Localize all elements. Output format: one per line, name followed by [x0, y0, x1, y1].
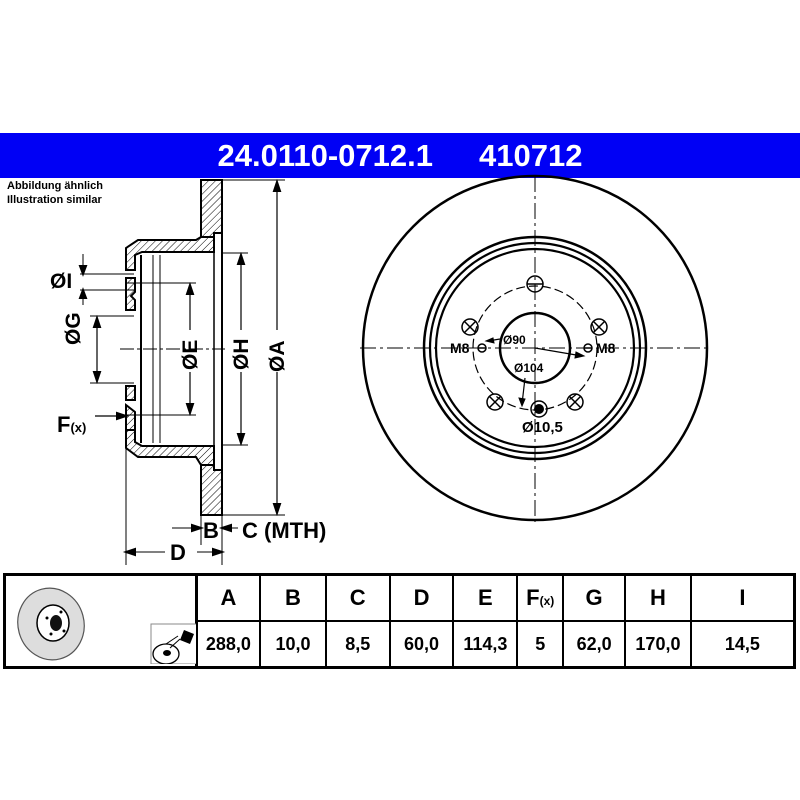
value-g: 62,0	[562, 620, 627, 669]
column-header-d: D	[388, 573, 455, 622]
label-m8-left: M8	[450, 340, 470, 356]
label-f-sub: (x)	[70, 420, 87, 435]
column-header-e: E	[452, 573, 519, 622]
label-f-main: F	[57, 412, 71, 437]
note-english: Illustration similar	[7, 194, 102, 206]
value-i: 14,5	[689, 620, 796, 669]
value-c: 8,5	[324, 620, 391, 669]
label-d: D	[170, 540, 186, 565]
label-b: B	[203, 518, 219, 543]
dimensions-table: A B C D E F(x) G H I 288,0 10,0 8,5 60,0…	[3, 573, 796, 669]
label-diameter-a: ØA	[266, 340, 289, 373]
column-header-g: G	[562, 573, 627, 622]
value-b: 10,0	[259, 620, 327, 669]
value-d: 60,0	[388, 620, 455, 669]
label-f: F(x)	[57, 412, 86, 438]
value-f: 5	[516, 620, 565, 669]
column-header-f-main: F	[526, 585, 540, 610]
brake-disc-thumbnail-icon	[17, 587, 85, 661]
value-e: 114,3	[452, 620, 519, 669]
label-diameter-e: ØE	[179, 339, 202, 370]
column-header-f-sub: (x)	[539, 594, 555, 608]
reference-number: 410712	[479, 137, 583, 173]
label-d104: Ø104	[514, 361, 544, 375]
header-banner: 24.0110-0712.1 410712	[0, 133, 800, 178]
column-header-f: F(x)	[516, 573, 565, 622]
part-number: 24.0110-0712.1	[217, 137, 434, 173]
label-d90: Ø90	[503, 333, 526, 347]
column-header-i: I	[689, 573, 796, 622]
column-header-a: A	[195, 573, 262, 622]
column-header-c: C	[324, 573, 391, 622]
front-view	[360, 174, 710, 522]
section-view	[78, 178, 285, 565]
label-d10-5: Ø10,5	[522, 419, 563, 436]
illustration-note: Abbildung ähnlich Illustration similar	[7, 179, 103, 207]
technical-drawing	[78, 174, 710, 565]
label-diameter-g: ØG	[62, 312, 85, 345]
column-header-b: B	[259, 573, 327, 622]
column-header-h: H	[624, 573, 692, 622]
coating-spray-icon	[150, 623, 196, 664]
label-m8-right: M8	[596, 340, 616, 356]
icon-cell	[3, 573, 198, 669]
note-german: Abbildung ähnlich	[7, 180, 103, 192]
value-h: 170,0	[624, 620, 692, 669]
label-diameter-h: ØH	[230, 338, 253, 371]
value-a: 288,0	[195, 620, 262, 669]
label-c-mth: C (MTH)	[242, 518, 327, 543]
label-diameter-i: ØI	[50, 270, 73, 293]
